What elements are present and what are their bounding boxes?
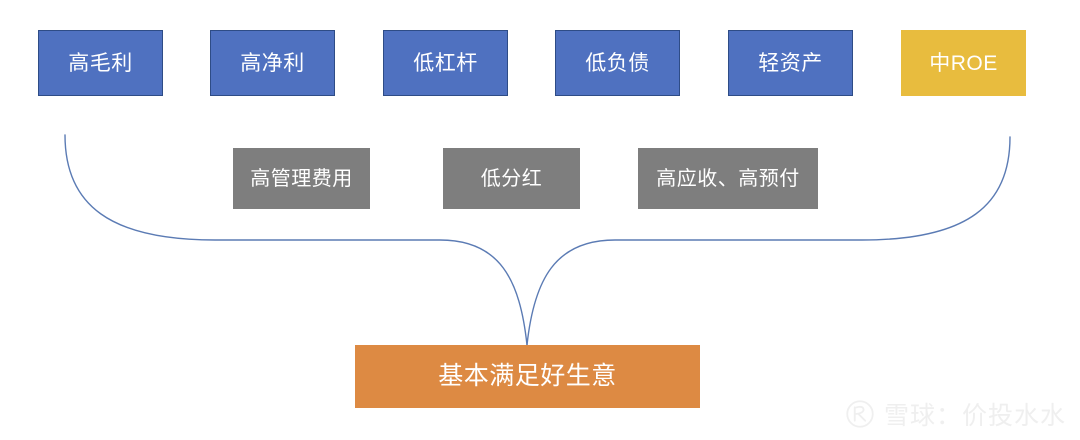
factor-box-light-assets[interactable]: 轻资产 <box>728 30 853 96</box>
factor-box-label: 高净利 <box>240 51 305 75</box>
factor-box-label: 中ROE <box>929 51 998 75</box>
xueqiu-logo-icon <box>846 400 874 428</box>
factor-box-label: 低负债 <box>585 51 650 75</box>
caveat-box-high-receivables-prepayments[interactable]: 高应收、高预付 <box>638 148 818 209</box>
caveat-box-label: 高管理费用 <box>250 167 353 190</box>
conclusion-label: 基本满足好生意 <box>438 362 617 390</box>
factor-box-label: 低杠杆 <box>413 51 478 75</box>
caveat-box-label: 低分红 <box>480 167 543 190</box>
caveat-box-label: 高应收、高预付 <box>656 167 800 190</box>
watermark: 雪球：价投水水 <box>845 396 1066 432</box>
factor-box-low-debt[interactable]: 低负债 <box>555 30 680 96</box>
factor-box-gross-margin[interactable]: 高毛利 <box>38 30 163 96</box>
caveat-box-high-admin-expense[interactable]: 高管理费用 <box>233 148 370 209</box>
factor-box-net-margin[interactable]: 高净利 <box>210 30 335 96</box>
conclusion-box[interactable]: 基本满足好生意 <box>355 345 700 408</box>
factor-box-label: 轻资产 <box>758 51 823 75</box>
caveat-box-low-dividend[interactable]: 低分红 <box>443 148 580 209</box>
factor-box-low-leverage[interactable]: 低杠杆 <box>383 30 508 96</box>
factor-box-medium-roe[interactable]: 中ROE <box>901 30 1026 96</box>
factor-box-label: 高毛利 <box>68 51 133 75</box>
watermark-text: 雪球：价投水水 <box>883 402 1066 430</box>
